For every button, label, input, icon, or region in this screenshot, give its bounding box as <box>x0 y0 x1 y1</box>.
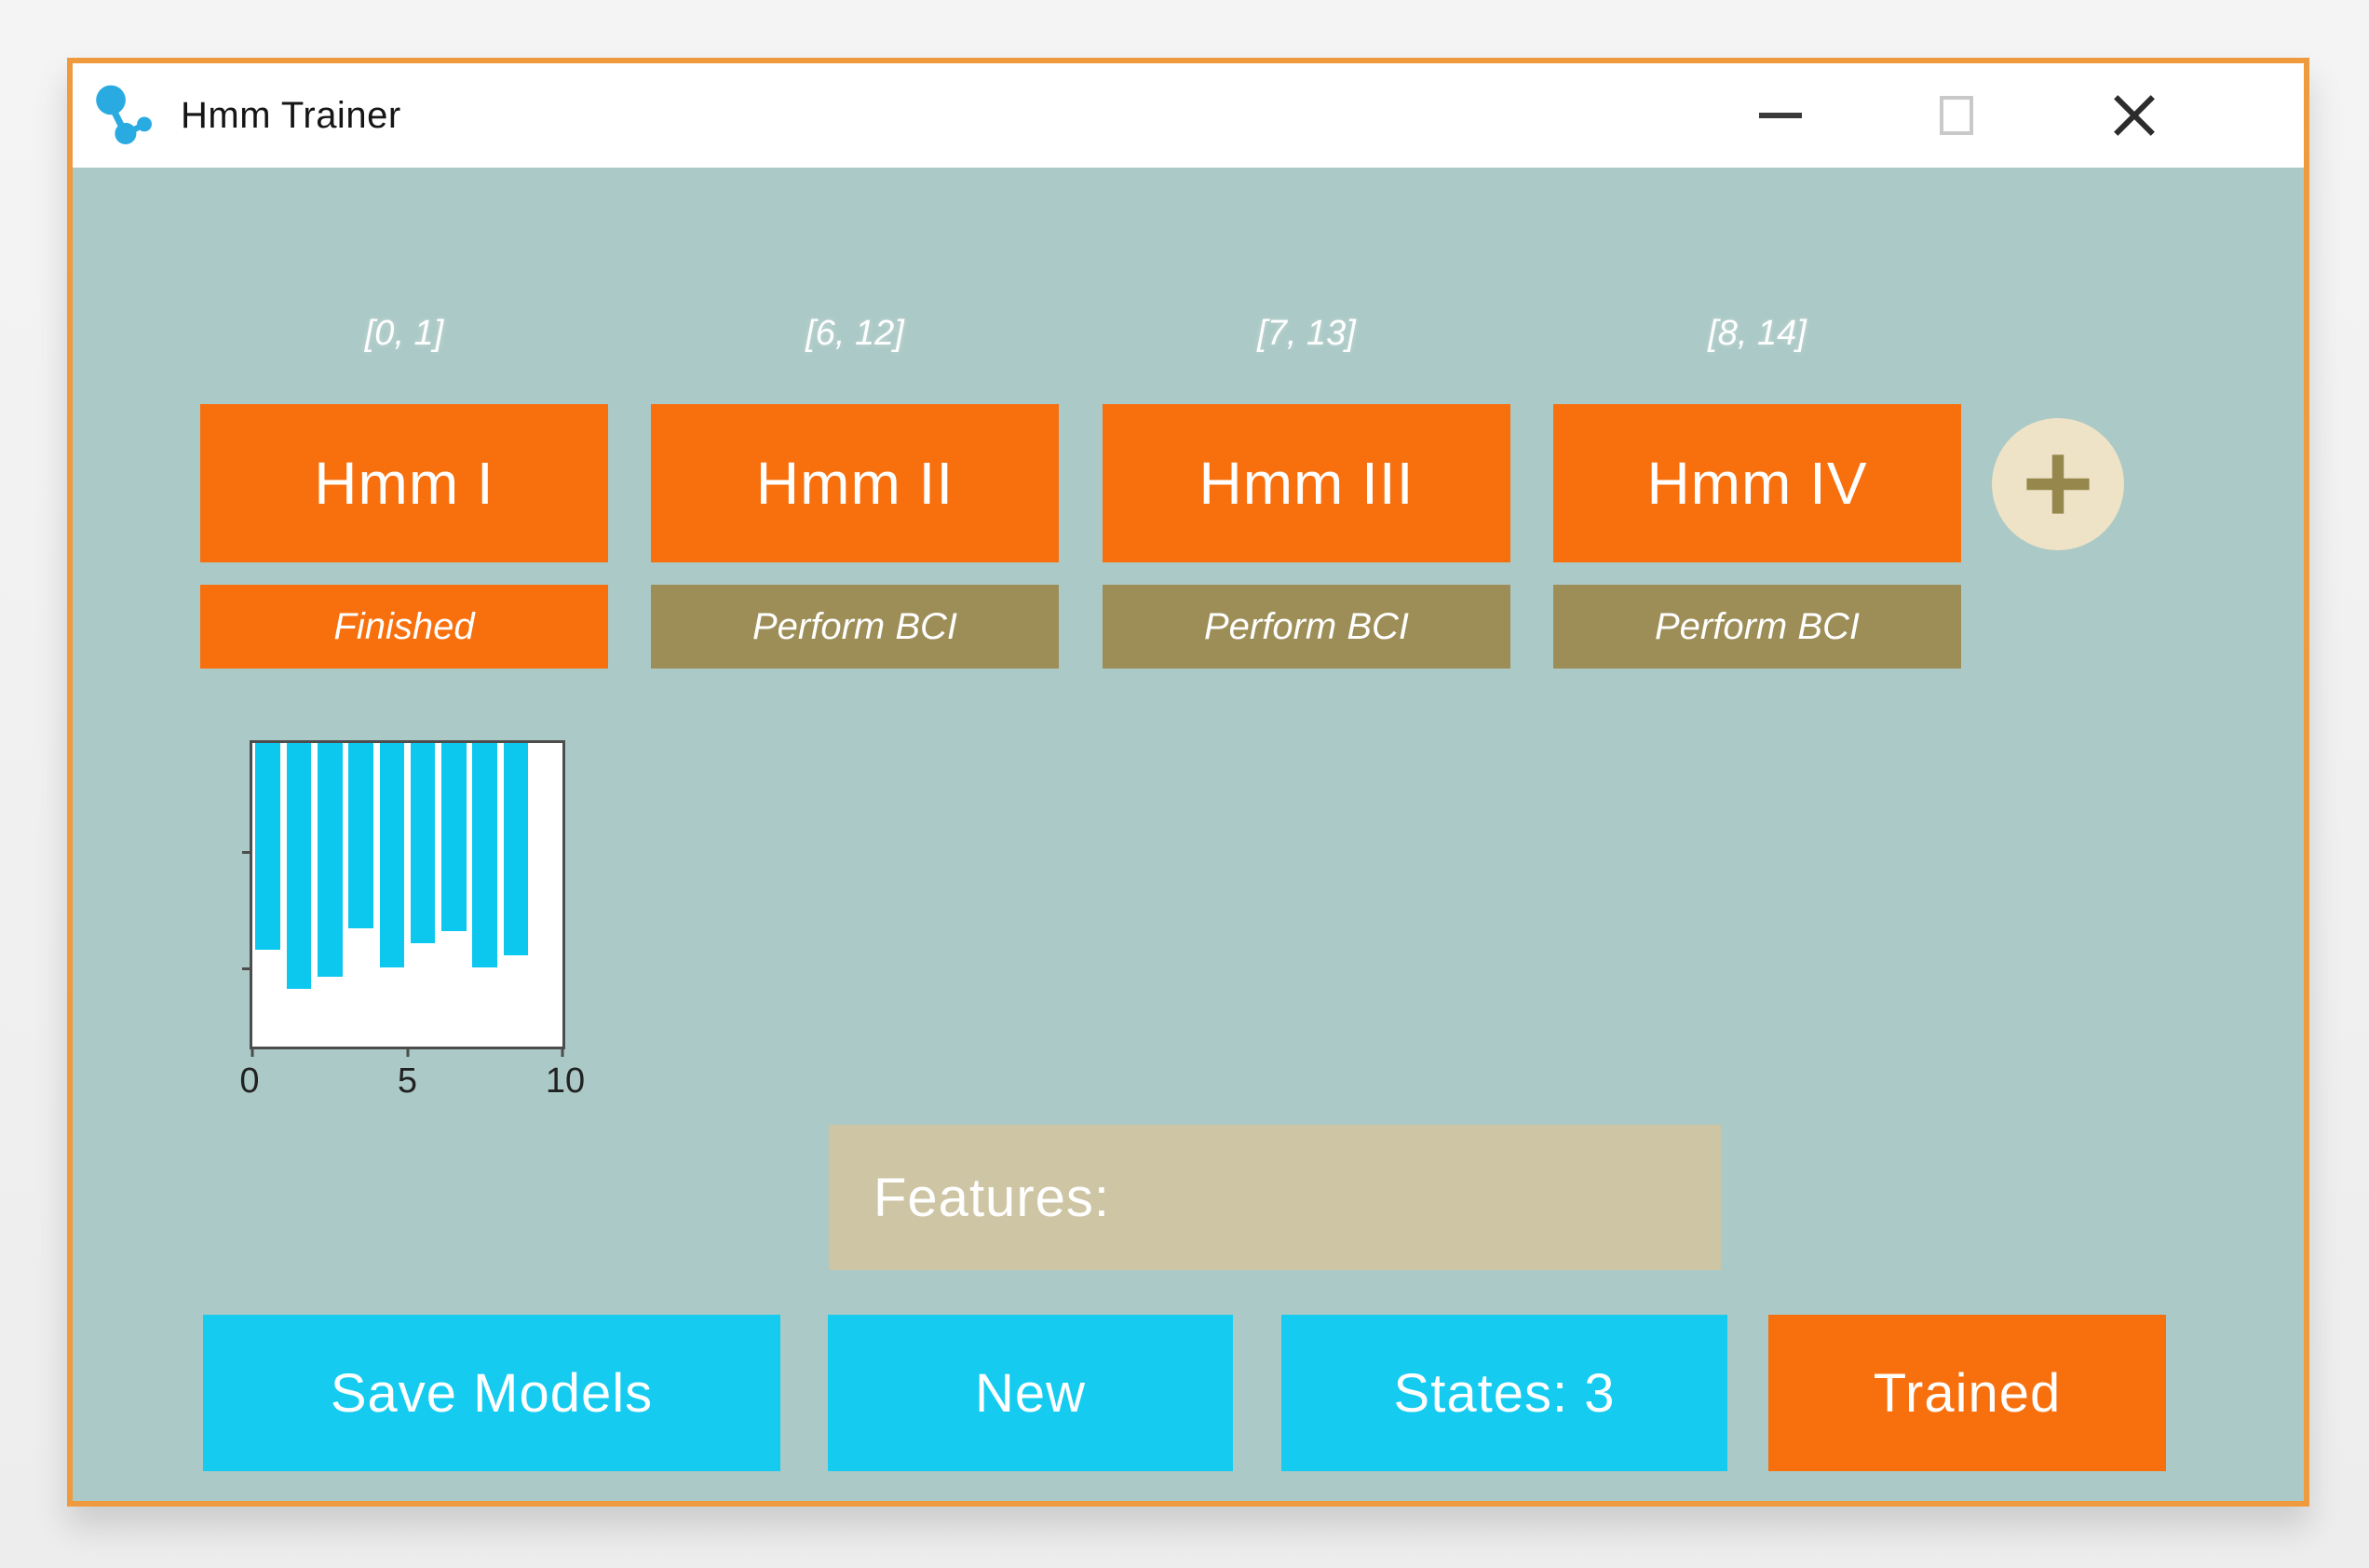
window-content: [0, 1] Hmm I Finished [6, 12] Hmm II Per… <box>73 168 2304 1501</box>
minimize-button[interactable] <box>1729 63 1832 168</box>
minimize-icon <box>1759 113 1802 118</box>
new-button[interactable]: New <box>828 1315 1233 1471</box>
app-icon <box>96 85 152 144</box>
chart-bar <box>379 743 405 968</box>
save-models-button[interactable]: Save Models <box>203 1315 780 1471</box>
x-tick <box>561 1048 564 1057</box>
plus-icon <box>2026 454 2090 514</box>
model-range-label: [8, 14] <box>1708 313 1807 353</box>
model-range-label: [7, 13] <box>1257 313 1356 353</box>
title-bar: Hmm Trainer <box>73 63 2304 168</box>
app-window: Hmm Trainer [0, 1] Hmm I Finished [6, 12… <box>67 58 2309 1507</box>
features-label: Features: <box>873 1167 1110 1228</box>
x-tick <box>406 1048 409 1057</box>
bar-plot <box>242 740 565 1057</box>
likelihood-chart: 0 5 10 <box>239 740 585 1101</box>
states-button[interactable]: States: 3 <box>1281 1315 1727 1471</box>
close-icon <box>2112 93 2157 138</box>
chart-bar <box>472 743 498 968</box>
x-tick-label: 5 <box>397 1061 418 1101</box>
y-tick <box>242 966 250 970</box>
x-tick <box>250 1048 254 1057</box>
maximize-icon <box>1940 96 1973 135</box>
trained-button[interactable]: Trained <box>1768 1315 2166 1471</box>
model-range-label: [6, 12] <box>805 313 904 353</box>
chart-bar <box>255 743 280 950</box>
model-status-button[interactable]: Finished <box>200 585 608 669</box>
x-tick-label: 0 <box>239 1061 260 1101</box>
close-button[interactable] <box>2083 63 2186 168</box>
features-panel: Features: <box>829 1125 1721 1270</box>
chart-bar <box>410 743 436 944</box>
hmm-model-button[interactable]: Hmm I <box>200 404 608 562</box>
chart-bar <box>286 743 312 990</box>
chart-bar <box>503 743 529 956</box>
window-title: Hmm Trainer <box>181 94 401 136</box>
hmm-model-button[interactable]: Hmm IV <box>1553 404 1961 562</box>
y-tick <box>242 851 250 855</box>
chart-bar <box>348 743 373 928</box>
hmm-model-button[interactable]: Hmm II <box>651 404 1059 562</box>
x-tick-label: 10 <box>545 1061 586 1101</box>
model-status-button[interactable]: Perform BCI <box>1553 585 1961 669</box>
add-model-button[interactable] <box>1992 418 2124 550</box>
maximize-button[interactable] <box>1905 63 2008 168</box>
model-status-button[interactable]: Perform BCI <box>651 585 1059 669</box>
model-status-button[interactable]: Perform BCI <box>1103 585 1510 669</box>
model-range-label: [0, 1] <box>364 313 444 353</box>
chart-bar <box>317 743 343 978</box>
chart-bar <box>441 743 467 932</box>
hmm-model-button[interactable]: Hmm III <box>1103 404 1510 562</box>
